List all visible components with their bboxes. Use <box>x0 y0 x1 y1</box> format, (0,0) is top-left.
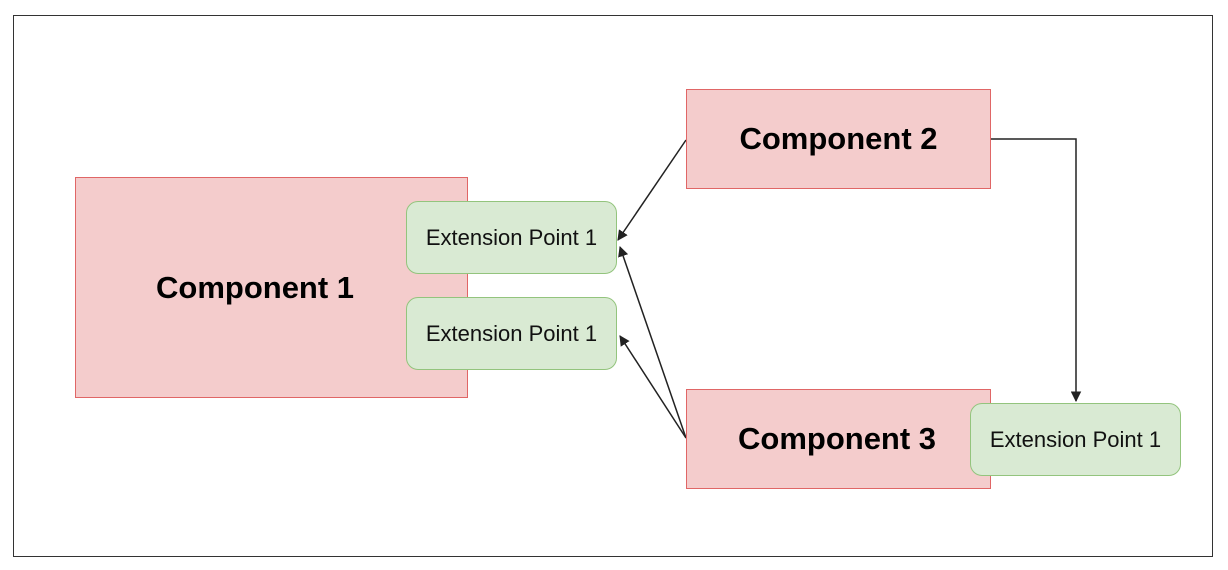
component-1-label: Component 1 <box>156 269 355 305</box>
extension-point-1-lower: Extension Point 1 <box>406 297 617 370</box>
component-3-label: Component 3 <box>738 421 937 456</box>
component-2-box: Component 2 <box>686 89 991 189</box>
arrow-component3-to-extension1-upper <box>618 246 687 439</box>
arrow-component2-to-extension1-component3 <box>991 138 1082 403</box>
extension-point-label: Extension Point 1 <box>425 224 598 250</box>
extension-point-1-upper: Extension Point 1 <box>406 201 617 274</box>
arrow-component3-to-extension1-lower <box>619 335 687 439</box>
component-1-box: Component 1 <box>75 177 468 398</box>
extension-point-1-component-3: Extension Point 1 <box>970 403 1181 476</box>
component-3-box: Component 3 <box>686 389 991 489</box>
component-2-label: Component 2 <box>739 121 938 156</box>
arrow-component2-to-extension1-upper <box>617 139 687 241</box>
extension-point-label: Extension Point 1 <box>989 426 1162 452</box>
extension-point-label: Extension Point 1 <box>425 320 598 346</box>
